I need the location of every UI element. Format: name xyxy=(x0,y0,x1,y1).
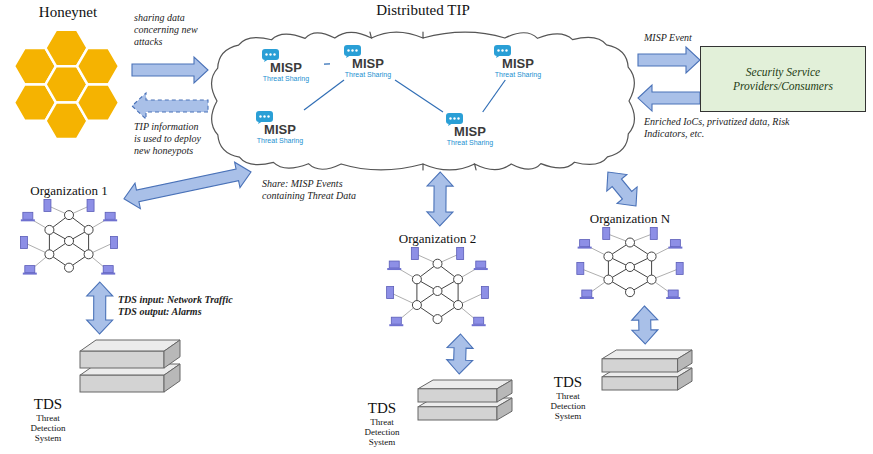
tds-node: TDSThreat Detection System xyxy=(538,344,698,434)
misp-instance: MISPThreat Sharing xyxy=(242,110,318,146)
node-subtitle: Threat Sharing xyxy=(242,137,318,145)
block-arrow xyxy=(607,172,637,206)
node-title: Honeynet xyxy=(4,2,132,21)
block-arrow xyxy=(87,282,113,334)
network-illustration xyxy=(20,199,117,274)
server-stack xyxy=(80,340,180,392)
edge-label: sharing data concerning new attacks xyxy=(134,12,206,48)
server-stack xyxy=(418,380,512,420)
node-title: MISP xyxy=(330,57,406,71)
node-subtitle: Threat Sharing xyxy=(248,75,324,83)
service-box: Security Service Providers/Consumers xyxy=(700,46,866,112)
misp-instance: MISPThreat Sharing xyxy=(248,48,324,84)
block-arrow xyxy=(632,306,658,344)
node-title: MISP xyxy=(432,125,508,139)
node-title: MISP xyxy=(248,61,324,75)
node-title: Organization 2 xyxy=(380,231,495,247)
edge-label: TIP information is used to deploy new ho… xyxy=(134,121,206,157)
block-arrow xyxy=(447,334,473,374)
node-title: Organization N xyxy=(570,211,690,227)
hexagon xyxy=(77,84,119,120)
tds-node: TDSThreat Detection System xyxy=(18,334,188,446)
honeycomb xyxy=(14,30,119,139)
block-arrow xyxy=(132,93,208,119)
server-stack xyxy=(602,350,692,390)
organization-node: Organization 2 xyxy=(380,226,495,334)
network-illustration xyxy=(577,227,683,299)
block-arrow xyxy=(638,47,700,73)
node-title: Organization 1 xyxy=(14,183,124,199)
edge-label: MISP Event xyxy=(644,32,714,44)
block-arrow xyxy=(124,162,251,208)
node-title: Security Service Providers/Consumers xyxy=(709,65,857,93)
node-title: Distributed TIP xyxy=(208,0,638,19)
peer-link xyxy=(483,80,506,112)
misp-instance: MISPThreat Sharing xyxy=(330,44,406,80)
node-title: MISP xyxy=(480,57,556,71)
misp-instance: MISPThreat Sharing xyxy=(480,44,556,80)
node-subtitle: Threat Sharing xyxy=(330,71,406,79)
node-title: TDS xyxy=(352,400,412,417)
peer-link xyxy=(304,80,344,110)
edge-label: Enriched IoCs, privatized data, Risk Ind… xyxy=(644,116,794,140)
peer-link xyxy=(324,63,330,64)
block-arrow xyxy=(427,172,453,226)
organization-node: Organization N xyxy=(570,206,690,306)
edge-label: Share: MISP Events containing Threat Dat… xyxy=(262,178,374,202)
edge-label: TDS input: Network Traffic TDS output: A… xyxy=(118,294,250,318)
node-subtitle: Threat Detection System xyxy=(543,391,593,421)
node-subtitle: Threat Sharing xyxy=(432,139,508,147)
node-subtitle: Threat Detection System xyxy=(357,417,407,447)
block-arrow xyxy=(132,57,208,83)
node-title: TDS xyxy=(538,374,598,391)
organization-node: Organization 1 xyxy=(14,178,124,282)
honeynet-node: Honeynet xyxy=(4,2,132,152)
node-subtitle: Threat Sharing xyxy=(480,71,556,79)
node-title: MISP xyxy=(242,123,318,137)
cloud-outline xyxy=(208,0,638,172)
tds-node: TDSThreat Detection System xyxy=(352,374,517,450)
block-arrow xyxy=(638,85,700,111)
tip-cloud: Distributed TIPMISPThreat SharingMISPThr… xyxy=(208,0,638,172)
hexagon xyxy=(77,48,119,84)
node-title: TDS xyxy=(18,396,78,413)
network-illustration xyxy=(387,248,489,327)
misp-instance: MISPThreat Sharing xyxy=(432,112,508,148)
node-subtitle: Threat Detection System xyxy=(23,413,73,443)
peer-link xyxy=(395,80,443,112)
